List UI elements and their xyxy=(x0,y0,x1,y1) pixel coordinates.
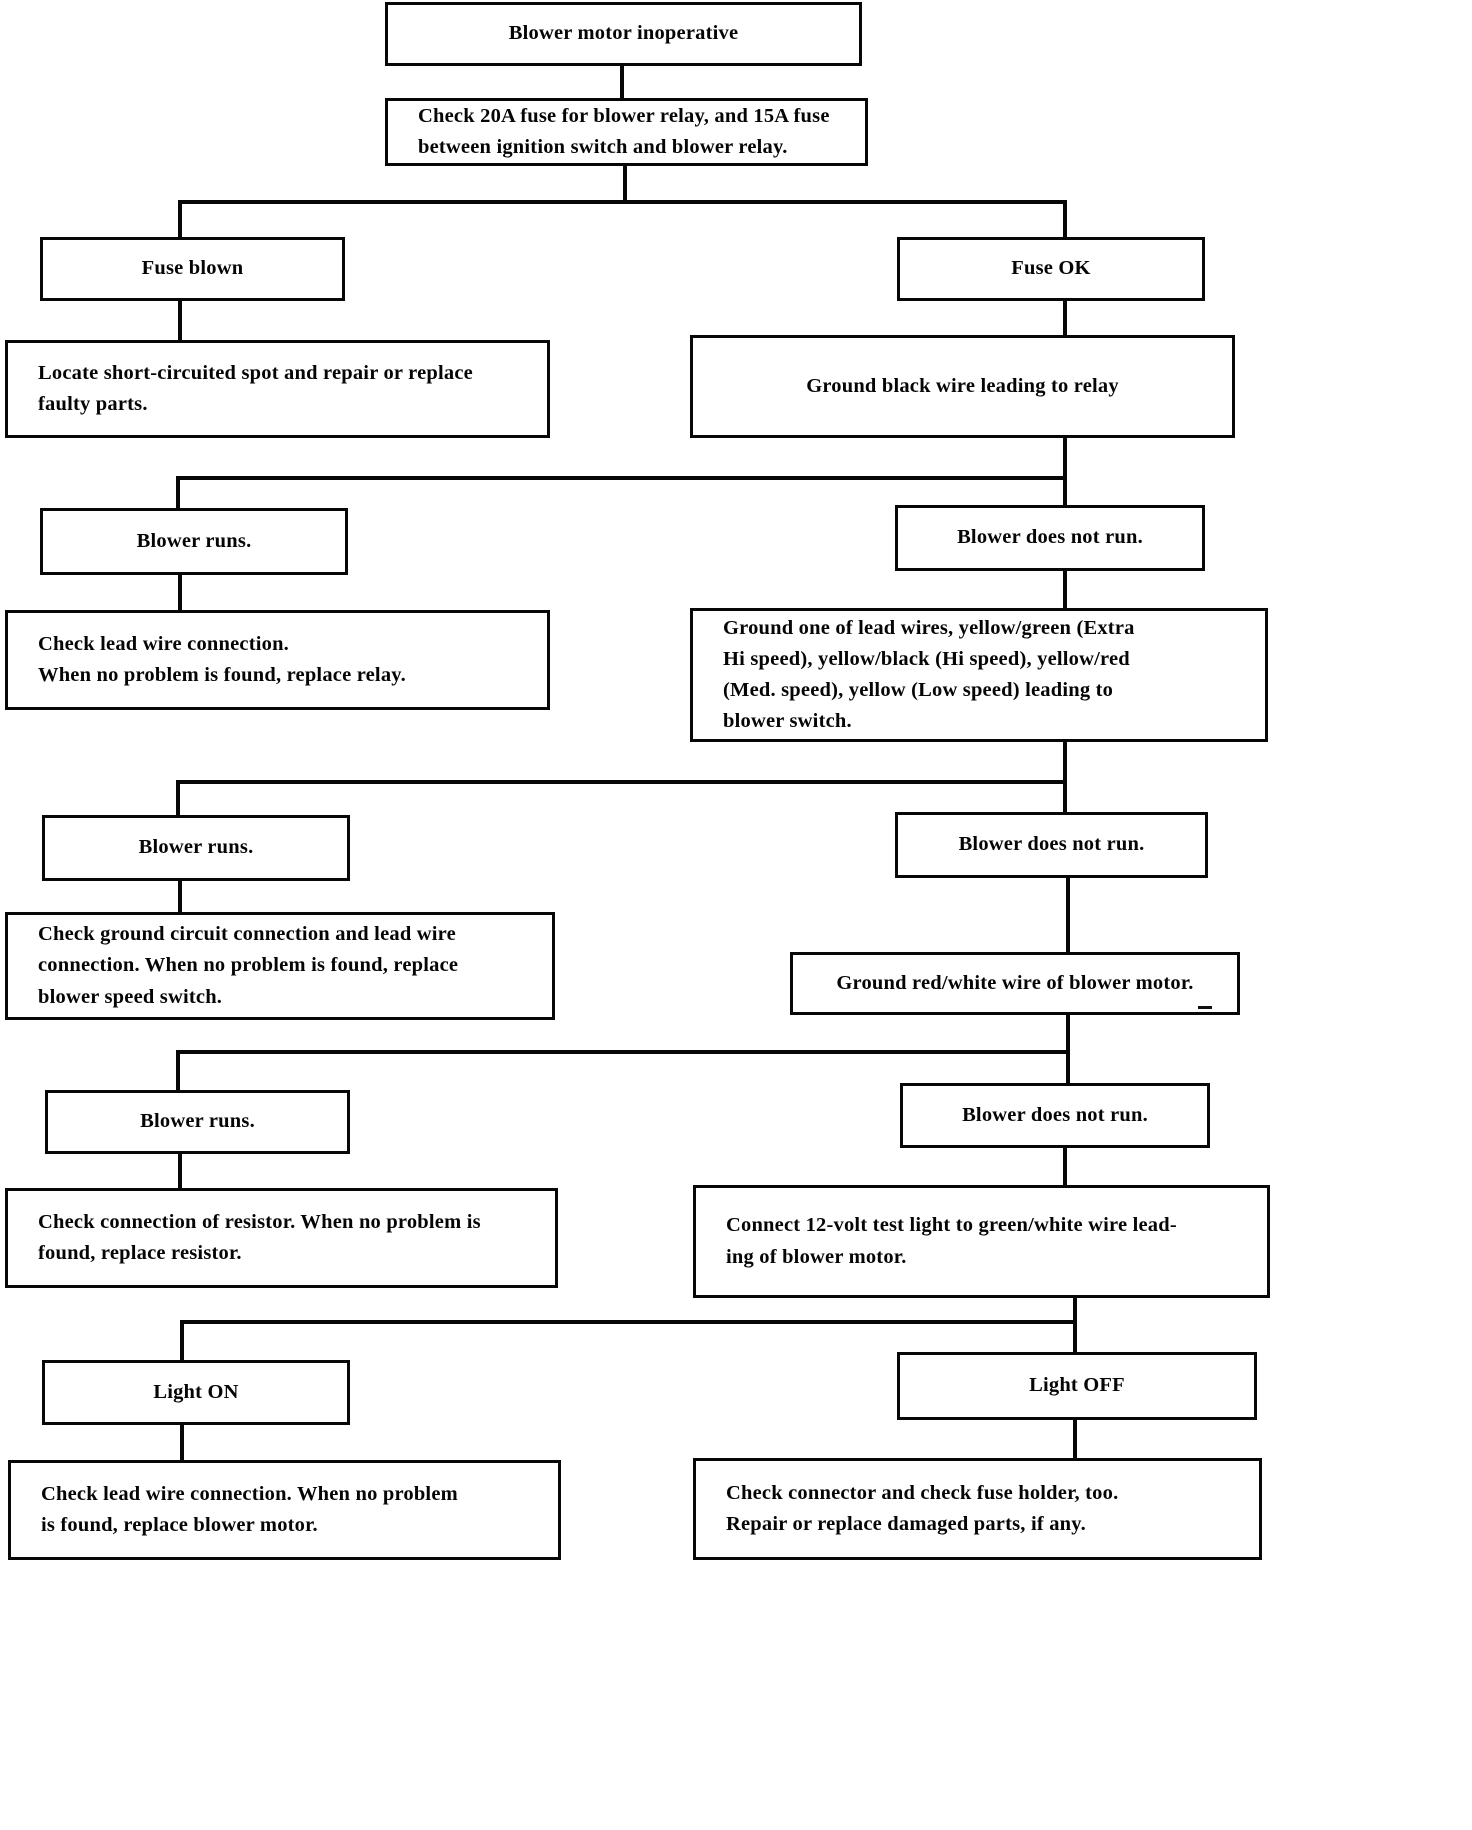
node-blower-runs-2: Blower runs. xyxy=(42,815,350,881)
connector-line xyxy=(176,476,1067,480)
node-light-on: Light ON xyxy=(42,1360,350,1425)
connector-line xyxy=(1063,742,1067,782)
node-check-resistor: Check connection of resistor. When no pr… xyxy=(5,1188,558,1288)
node-blower-not-run-3: Blower does not run. xyxy=(900,1083,1210,1148)
node-light-off: Light OFF xyxy=(897,1352,1257,1420)
connector-line xyxy=(176,780,1067,784)
connector-line xyxy=(176,1050,180,1090)
node-repair-short-circuit: Locate short-circuited spot and repair o… xyxy=(5,340,550,438)
connector-line xyxy=(1066,1050,1070,1083)
connector-line xyxy=(180,1320,184,1360)
connector-line xyxy=(180,1425,184,1460)
connector-line xyxy=(1063,780,1067,812)
connector-line xyxy=(1063,200,1067,237)
connector-line xyxy=(178,881,182,912)
connector-line xyxy=(620,66,624,98)
node-blower-runs-1: Blower runs. xyxy=(40,508,348,575)
node-connect-test-light: Connect 12-volt test light to green/whit… xyxy=(693,1185,1270,1298)
connector-line xyxy=(178,1154,182,1188)
connector-line xyxy=(1073,1420,1077,1458)
connector-line xyxy=(178,200,182,237)
node-fuse-ok: Fuse OK xyxy=(897,237,1205,301)
node-ground-redwhite-wire: Ground red/white wire of blower motor. xyxy=(790,952,1240,1015)
node-check-connector-fuse-holder: Check connector and check fuse holder, t… xyxy=(693,1458,1262,1560)
connector-line xyxy=(1063,1148,1067,1185)
connector-line xyxy=(1063,301,1067,335)
node-fuse-blown: Fuse blown xyxy=(40,237,345,301)
connector-line xyxy=(623,166,627,204)
node-blower-runs-3: Blower runs. xyxy=(45,1090,350,1154)
node-start: Blower motor inoperative xyxy=(385,2,862,66)
connector-line xyxy=(1066,1015,1070,1052)
connector-line xyxy=(176,476,180,508)
connector-line xyxy=(1063,438,1067,478)
node-ground-speed-wires: Ground one of lead wires, yellow/green (… xyxy=(690,608,1268,742)
connector-line xyxy=(1063,476,1067,505)
node-check-ground-circuit: Check ground circuit connection and lead… xyxy=(5,912,555,1020)
connector-line xyxy=(178,200,1067,204)
node-blower-not-run-2: Blower does not run. xyxy=(895,812,1208,878)
node-check-fuses: Check 20A fuse for blower relay, and 15A… xyxy=(385,98,868,166)
node-replace-blower-motor: Check lead wire connection. When no prob… xyxy=(8,1460,561,1560)
connector-line xyxy=(178,572,182,610)
connector-line xyxy=(1066,878,1070,952)
connector-line xyxy=(1063,568,1067,608)
node-check-lead-wire-relay: Check lead wire connection. When no prob… xyxy=(5,610,550,710)
node-blower-not-run-1: Blower does not run. xyxy=(895,505,1205,571)
connector-line xyxy=(176,780,180,815)
connector-line xyxy=(176,1050,1070,1054)
node-ground-black-wire: Ground black wire leading to relay xyxy=(690,335,1235,438)
connector-line xyxy=(180,1320,1077,1324)
connector-line xyxy=(1073,1298,1077,1322)
scan-artifact-dash xyxy=(1198,1006,1212,1009)
connector-line xyxy=(178,301,182,340)
connector-line xyxy=(1073,1320,1077,1352)
